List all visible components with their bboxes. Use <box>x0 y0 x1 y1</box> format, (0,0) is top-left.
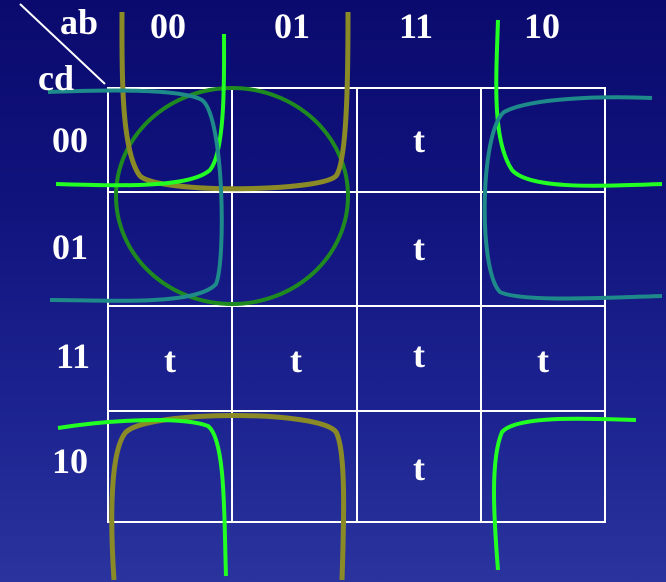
group-teal-right <box>482 95 663 301</box>
group-bright-green-top-left <box>55 33 227 188</box>
corner-label-cd: cd <box>38 58 74 98</box>
kmap-cell: t <box>164 340 176 380</box>
group-olive-top <box>119 11 351 192</box>
group-bright-green-bottom-right <box>492 416 637 571</box>
kmap-cell: t <box>290 340 302 380</box>
group-olive-bottom <box>109 413 347 581</box>
row-header-2: 11 <box>56 336 91 376</box>
group-teal-left <box>47 88 224 303</box>
corner-label-ab: ab <box>60 2 99 42</box>
kmap-grid <box>107 87 606 523</box>
column-header-3: 10 <box>524 6 560 46</box>
column-header-2: 11 <box>399 6 434 46</box>
group-bright-green-top-right <box>494 19 663 188</box>
group-circle-green <box>114 86 350 306</box>
corner-diagonal <box>19 3 106 85</box>
column-header-0: 00 <box>150 6 186 46</box>
kmap-cell: t <box>413 228 425 268</box>
kmap-cell: t <box>413 120 425 160</box>
kmap-cell: t <box>413 335 425 375</box>
kmap-cell: t <box>537 340 549 380</box>
column-header-1: 01 <box>274 6 310 46</box>
row-header-1: 01 <box>52 227 88 267</box>
row-header-0: 00 <box>52 120 88 160</box>
kmap-cell: t <box>413 448 425 488</box>
group-bright-green-bottom-left <box>57 418 228 577</box>
row-header-3: 10 <box>52 441 88 481</box>
